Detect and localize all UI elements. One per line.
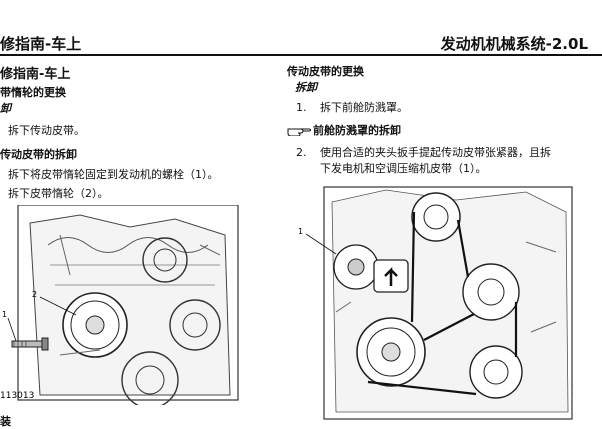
pointing-hand-icon — [287, 124, 312, 139]
step-1-text: 拆下前舱防溅罩。 — [320, 101, 408, 114]
belt-idler-figure: 1 2 113013 — [0, 205, 239, 405]
header-left-title: 修指南-车上 — [0, 35, 82, 53]
right-italic-heading: 拆卸 — [295, 81, 317, 94]
left-sub2-title: 传动皮带的拆卸 — [0, 148, 77, 161]
header-rule — [0, 54, 602, 56]
right-fig-label-1: 1 — [298, 227, 303, 236]
note-row: 前舱防溅罩的拆卸 — [287, 122, 401, 139]
left-section-title: 修指南-车上 — [0, 67, 71, 82]
fig-label-2: 2 — [32, 290, 37, 299]
left-sub1-italic: 卸 — [0, 102, 11, 115]
step-2-number: 2. — [296, 146, 307, 159]
figure-id: 113013 — [0, 391, 34, 401]
left-step-1: 拆下将皮带惰轮固定到发动机的螺栓（1）。 — [8, 168, 219, 181]
step-2-text: 使用合适的夹头扳手提起传动皮带张紧器，且拆 — [320, 146, 551, 159]
step-1-number: 1. — [296, 101, 307, 114]
fig-label-1: 1 — [2, 310, 7, 319]
left-step-2: 拆下皮带惰轮（2）。 — [8, 187, 109, 200]
left-sub1-step: 拆下传动皮带。 — [8, 124, 85, 137]
header-right-title: 发动机机械系统-2.0L — [440, 35, 588, 53]
right-step-2: 2. 使用合适的夹头扳手提起传动皮带张紧器，且拆 — [296, 144, 551, 160]
right-step-1: 1. 拆下前舱防溅罩。 — [296, 99, 408, 115]
left-bottom-fragment: 装 — [0, 415, 11, 428]
right-step-2-cont: 下发电机和空调压缩机皮带（1）。 — [320, 162, 487, 175]
drive-belt-figure: 1 — [298, 186, 573, 420]
note-title: 前舱防溅罩的拆卸 — [313, 124, 401, 137]
right-section-title: 传动皮带的更换 — [287, 65, 364, 78]
left-sub1-title: 带惰轮的更换 — [0, 86, 66, 99]
